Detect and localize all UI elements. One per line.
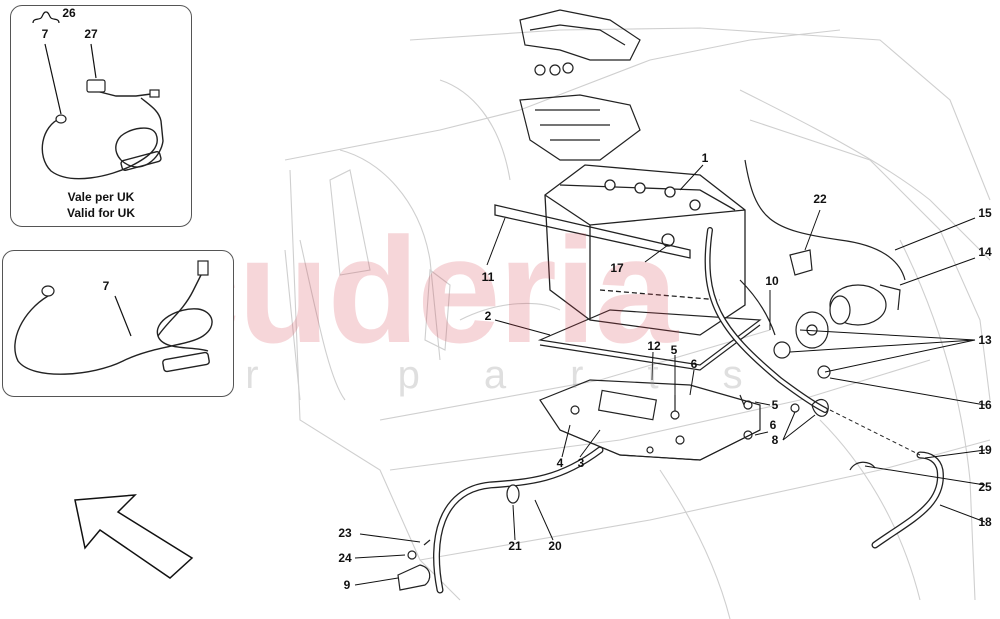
callout-4: 4 — [556, 456, 564, 470]
inset-uk-drawing — [32, 11, 164, 180]
callout-25: 25 — [978, 480, 992, 494]
grommet — [506, 484, 520, 504]
callout-23: 23 — [338, 526, 352, 540]
inset-standard-drawing — [14, 260, 213, 375]
callout-24: 24 — [338, 551, 352, 565]
battery-switch — [773, 249, 901, 379]
callout-3: 3 — [577, 456, 585, 470]
group-bracket — [32, 11, 60, 24]
callout-10: 10 — [765, 274, 779, 288]
base-plate — [539, 379, 761, 461]
callout-22: 22 — [813, 192, 827, 206]
callout-11: 11 — [481, 270, 495, 284]
battery — [544, 164, 746, 336]
callout-14: 14 — [978, 245, 992, 259]
callout-27: 27 — [84, 27, 98, 41]
inset-uk-panel: 26 7 27 Vale per UK Valid for UK — [10, 5, 192, 227]
callout-1: 1 — [701, 151, 709, 165]
hold-down-bar — [494, 204, 691, 259]
callout-17: 17 — [610, 261, 624, 275]
uk-note-line1: Vale per UK — [67, 190, 135, 204]
callout-18: 18 — [978, 515, 992, 529]
callout-9: 9 — [343, 578, 351, 592]
callout-15: 15 — [978, 206, 992, 220]
direction-arrow — [74, 494, 194, 579]
callout-13: 13 — [978, 333, 992, 347]
clamp-parts — [397, 539, 431, 591]
callout-6b: 6 — [769, 418, 777, 432]
callout-20: 20 — [548, 539, 562, 553]
callout-21: 21 — [508, 539, 522, 553]
callout-5b: 5 — [771, 398, 779, 412]
callout-26: 26 — [62, 6, 76, 20]
uk-note-line2: Valid for UK — [66, 206, 135, 220]
callout-2: 2 — [484, 309, 492, 323]
callout-8: 8 — [771, 433, 779, 447]
inset-standard-panel: 7 — [2, 250, 234, 397]
callout-7-std: 7 — [102, 279, 110, 293]
callout-7-uk: 7 — [41, 27, 49, 41]
callout-16: 16 — [978, 398, 992, 412]
leader-lines — [354, 164, 986, 586]
callout-5a: 5 — [670, 343, 678, 357]
callout-12: 12 — [647, 339, 661, 353]
callout-19: 19 — [978, 443, 992, 457]
fuse-box — [519, 9, 641, 161]
callout-6a: 6 — [690, 357, 698, 371]
